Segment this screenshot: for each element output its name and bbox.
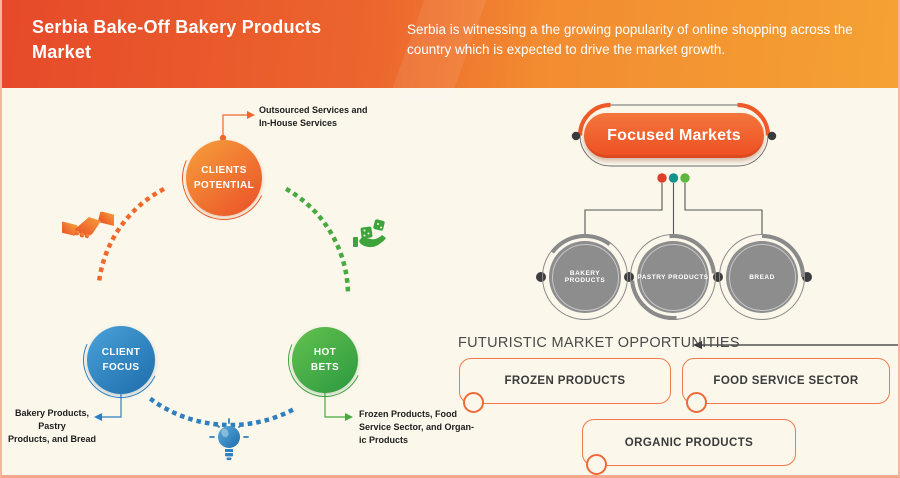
client-focus-note: Bakery Products, Pastry Products, and Br… (7, 408, 97, 445)
handshake-icon (62, 211, 114, 239)
lightbulb-icon (209, 418, 249, 461)
client-focus-circle: CLIENT FOCUS (87, 326, 155, 394)
pill-side-dot (571, 131, 581, 141)
opportunity-label: FROZEN PRODUCTS (504, 375, 626, 387)
arrow-right-icon (345, 413, 353, 421)
market-circle-bread: BREAD (719, 234, 805, 320)
pill-side-dot (767, 131, 777, 141)
clients-potential-circle: CLIENTS POTENTIAL (186, 140, 262, 216)
arrow-right-icon (247, 111, 255, 119)
clients-connector-line (222, 114, 247, 138)
market-circle-bakery-products: BAKERY PRODUCTS (542, 234, 628, 320)
orange-dotted-arc (96, 186, 166, 285)
legend-dot-teal (668, 173, 679, 183)
opportunities-heading: FUTURISTIC MARKET OPPORTUNITIES (458, 335, 740, 351)
corner-circle-icon (586, 454, 607, 475)
page-title: Serbia Bake-Off Bakery Products Market (32, 17, 322, 63)
header-banner: Serbia Bake-Off Bakery Products Market S… (2, 0, 898, 88)
green-dotted-arc (284, 186, 351, 297)
market-circle-pastry-products: PASTRY PRODUCTS (630, 234, 716, 320)
corner-circle-icon (463, 392, 484, 413)
opportunity-label: FOOD SERVICE SECTOR (713, 375, 859, 387)
legend-dot-green (680, 173, 690, 183)
circle-inner-ring (639, 243, 707, 311)
circle-inner-ring (551, 243, 619, 311)
focused-markets-pill: Focused Markets (584, 113, 764, 158)
corner-circle-icon (686, 392, 707, 413)
market-circle-label: BREAD (749, 273, 775, 281)
clients-potential-note: Outsourced Services and In-House Service… (259, 105, 368, 129)
circle-inner-ring (728, 243, 796, 311)
market-circle-label: BAKERY PRODUCTS (564, 270, 606, 284)
opportunity-label: ORGANIC PRODUCTS (624, 436, 754, 449)
legend-dot-red (657, 173, 667, 183)
header-description: Serbia is witnessing a the growing popul… (407, 22, 853, 58)
opportunity-box-frozen-products: FROZEN PRODUCTS (459, 358, 671, 413)
branch-line-right (684, 183, 763, 235)
blue-dotted-arc (148, 396, 300, 428)
hot-bets-circle: HOT BETS (292, 327, 358, 393)
hot-bets-note: Frozen Products, Food Service Sector, an… (359, 409, 475, 446)
dice-hand-icon (353, 219, 386, 248)
market-circle-label: PASTRY PRODUCTS (637, 273, 709, 281)
opportunity-box-organic-products: ORGANIC PRODUCTS (582, 419, 796, 475)
branch-line-left (584, 183, 663, 235)
opportunity-box-food-service-sector: FOOD SERVICE SECTOR (682, 358, 890, 413)
